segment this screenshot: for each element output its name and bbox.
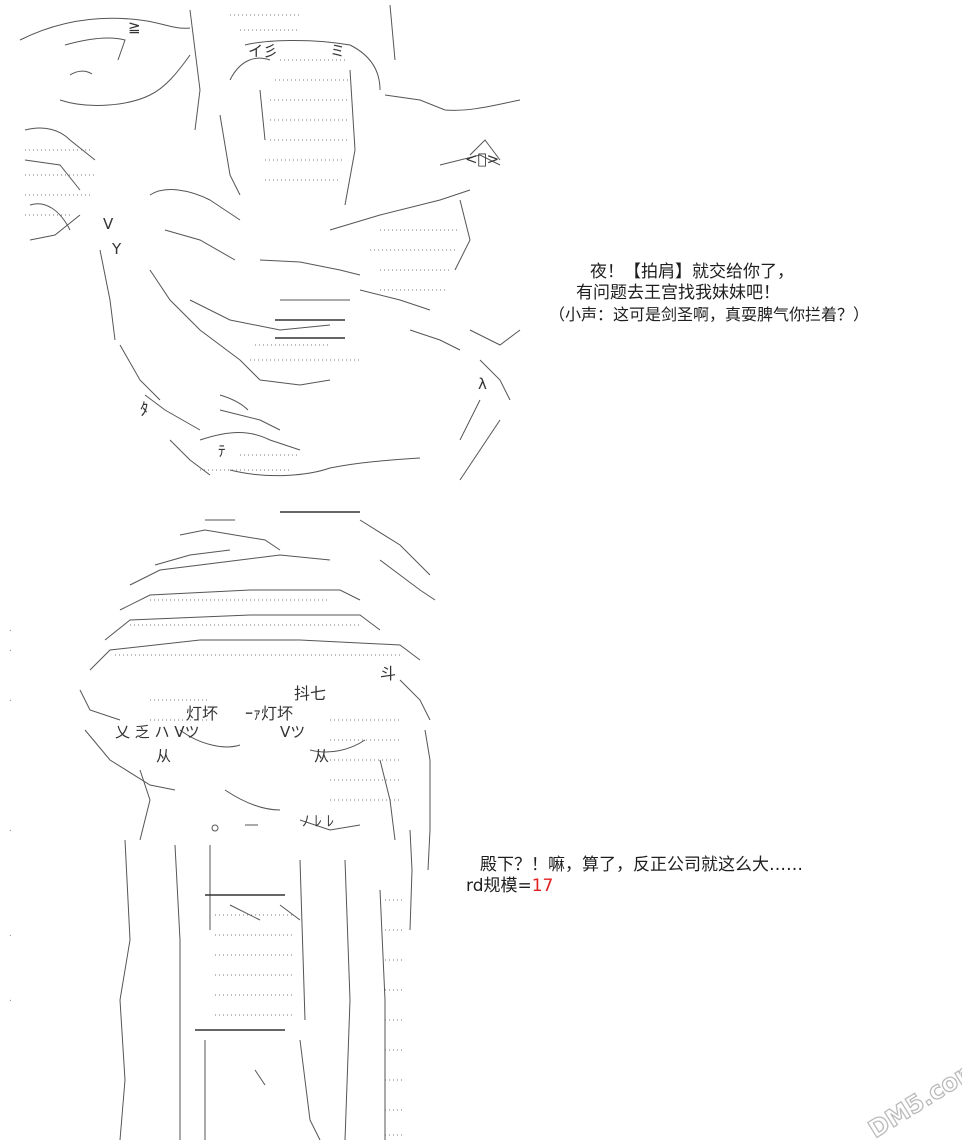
bottom-caption: 殿下？！嘛，算了，反正公司就这么大…… rd规模=17	[466, 855, 803, 897]
site-watermark-logo: DM5.com	[863, 1058, 962, 1144]
art-glyph-hand: 斗	[380, 664, 397, 683]
art-glyph-eyes-right: ｰｧ灯坏	[245, 704, 294, 723]
art-glyph-mark-right: Vツ	[280, 723, 306, 741]
watermark-text: DM5.com	[863, 1058, 962, 1144]
top-caption-line-2: 有问题去王宫找我妹妹吧！	[576, 283, 780, 303]
bottom-caption-line-1: 殿下？！嘛，算了，反正公司就这么大……	[480, 855, 803, 875]
art-glyph-top-5: V	[103, 215, 114, 233]
bottom-panel-art	[9, 511, 436, 1141]
art-glyph-top-1: ≧	[128, 18, 141, 36]
art-glyph-top-6: Y	[112, 240, 122, 258]
top-panel-art	[19, 4, 521, 481]
top-caption-line-1: 夜！【拍肩】就交给你了，	[590, 262, 794, 282]
top-caption-line-3: （小声：这可是剑圣啊，真耍脾气你拦着？）	[549, 305, 870, 324]
art-glyph-cong-left: 从	[156, 747, 172, 765]
art-glyph-cong-right: 从	[314, 747, 330, 765]
art-glyph-top-4: <ﾞ>	[465, 150, 500, 168]
art-glyph-top-2: イ彡	[248, 42, 279, 60]
art-glyph-top-7: λ	[478, 375, 487, 393]
art-glyph-eyes-left: 灯坏	[186, 704, 219, 723]
art-glyph-lower-left: ﾉ ﾚ ﾚ	[302, 812, 335, 830]
art-glyph-mark-left: 乂 乏 ハ Vツ	[115, 723, 200, 741]
scale-label: rd规模=	[466, 876, 532, 896]
art-glyph-brow: 抖七	[294, 684, 327, 703]
art-glyph-top-8: ﾀ	[140, 400, 149, 420]
top-caption: 夜！【拍肩】就交给你了， 有问题去王宫找我妹妹吧！ （小声：这可是剑圣啊，真耍脾…	[549, 262, 869, 325]
bottom-caption-line-2: rd规模=17	[466, 876, 803, 897]
art-glyph-top-3: ミ	[330, 42, 346, 60]
scale-value: 17	[531, 876, 554, 896]
art-glyph-top-9: ﾃ	[218, 442, 226, 460]
